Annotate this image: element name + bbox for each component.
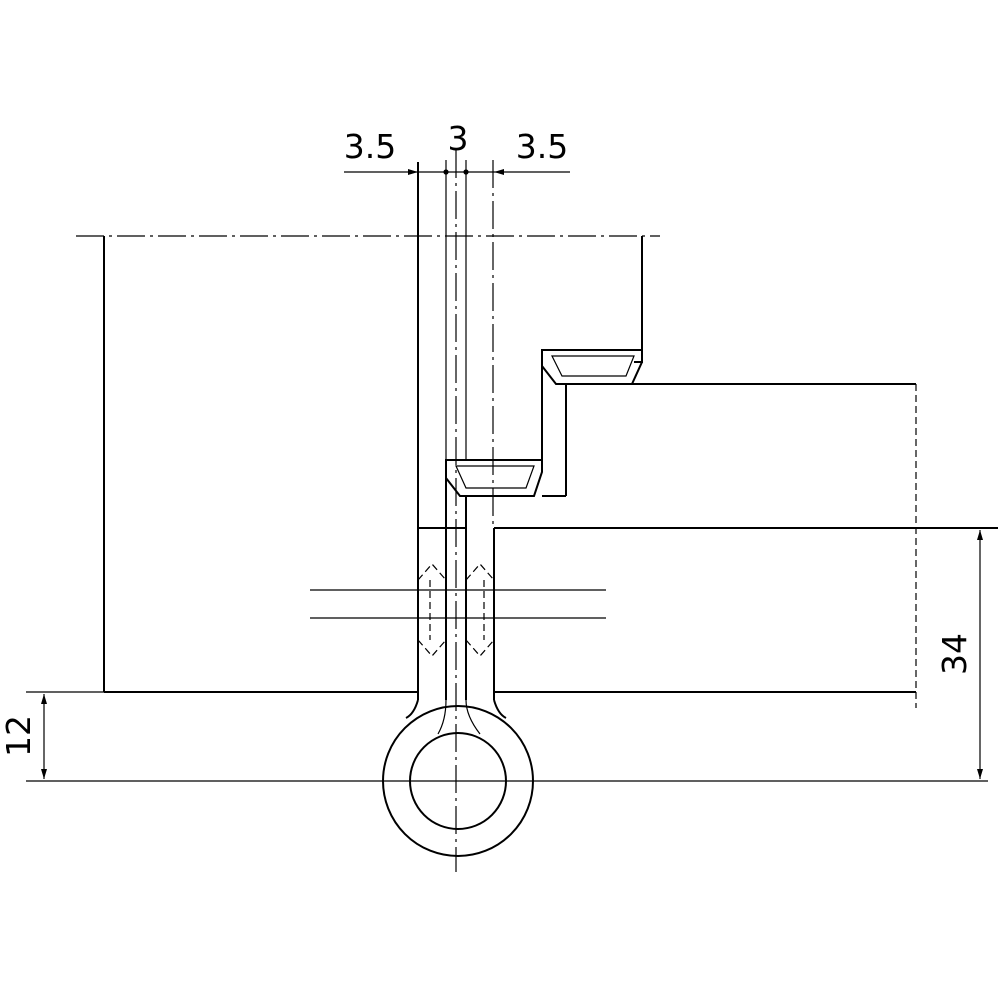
hidden-screw-sleeve — [310, 563, 606, 657]
top-dimension-chain — [344, 169, 570, 175]
center-lines — [76, 150, 660, 872]
dimension-frame-height: 34 — [935, 633, 974, 675]
dimension-right-offset: 3.5 — [516, 127, 568, 166]
dimension-left-offset: 3.5 — [344, 127, 396, 166]
upper-fixing-plate — [541, 349, 643, 385]
door-leaf-outline — [103, 162, 419, 693]
hinge-knuckle — [382, 699, 534, 857]
hinge-shaft — [417, 478, 495, 700]
extension-lines — [26, 160, 988, 782]
rebate-steps — [541, 236, 916, 497]
dimension-knuckle-height: 12 — [0, 715, 38, 757]
dimension-pin-gap: 3 — [448, 119, 469, 158]
lower-fixing-plate — [445, 459, 543, 497]
frame-outline — [493, 384, 998, 708]
